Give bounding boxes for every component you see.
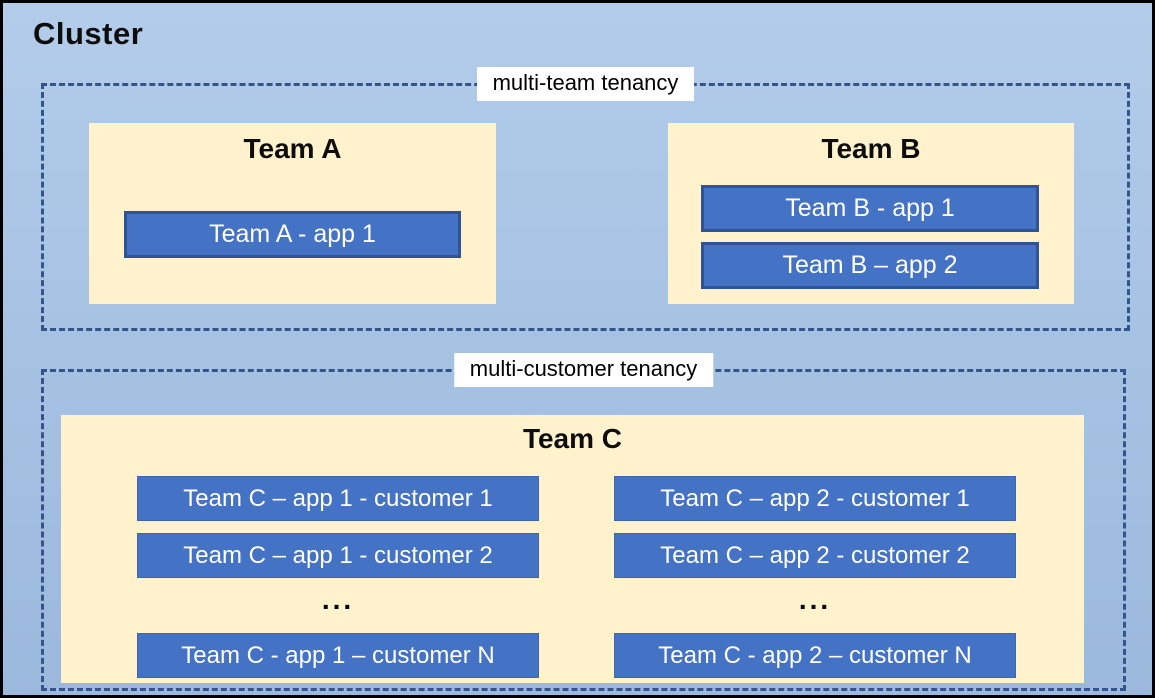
- team-a-box: Team A Team A - app 1: [89, 123, 496, 304]
- team-a-title: Team A: [243, 133, 342, 164]
- team-c-app2-customerN-box: Team C - app 2 – customer N: [614, 633, 1016, 678]
- team-c-app1-customer1-box: Team C – app 1 - customer 1: [137, 476, 539, 521]
- team-b-app-1-box: Team B - app 1: [701, 185, 1039, 232]
- team-c-app2-customer1-box: Team C – app 2 - customer 1: [614, 476, 1016, 521]
- team-b-app-2-box: Team B – app 2: [701, 242, 1039, 289]
- team-c-app-2-column: Team C – app 2 - customer 1 Team C – app…: [614, 476, 1016, 690]
- team-b-title: Team B: [821, 133, 921, 164]
- multi-team-tenancy-group: multi-team tenancy Team A Team A - app 1…: [41, 67, 1130, 331]
- team-c-title: Team C: [522, 423, 623, 454]
- team-c-app1-customer2-box: Team C – app 1 - customer 2: [137, 533, 539, 578]
- cluster-title: Cluster: [33, 16, 144, 51]
- team-c-app-1-column: Team C – app 1 - customer 1 Team C – app…: [137, 476, 539, 690]
- team-c-app2-customer2-box: Team C – app 2 - customer 2: [614, 533, 1016, 578]
- multi-customer-tenancy-label: multi-customer tenancy: [453, 353, 714, 387]
- team-c-app1-customerN-box: Team C - app 1 – customer N: [137, 633, 539, 678]
- team-c-app2-ellipsis: ...: [798, 584, 832, 615]
- team-b-box: Team B Team B - app 1 Team B – app 2: [668, 123, 1074, 304]
- multi-customer-tenancy-group: multi-customer tenancy Team C Team C – a…: [41, 353, 1126, 691]
- team-a-app-1-box: Team A - app 1: [124, 211, 461, 258]
- team-c-box: Team C Team C – app 1 - customer 1 Team …: [61, 415, 1084, 683]
- team-c-app1-ellipsis: ...: [321, 584, 355, 615]
- multi-team-tenancy-label: multi-team tenancy: [476, 67, 695, 101]
